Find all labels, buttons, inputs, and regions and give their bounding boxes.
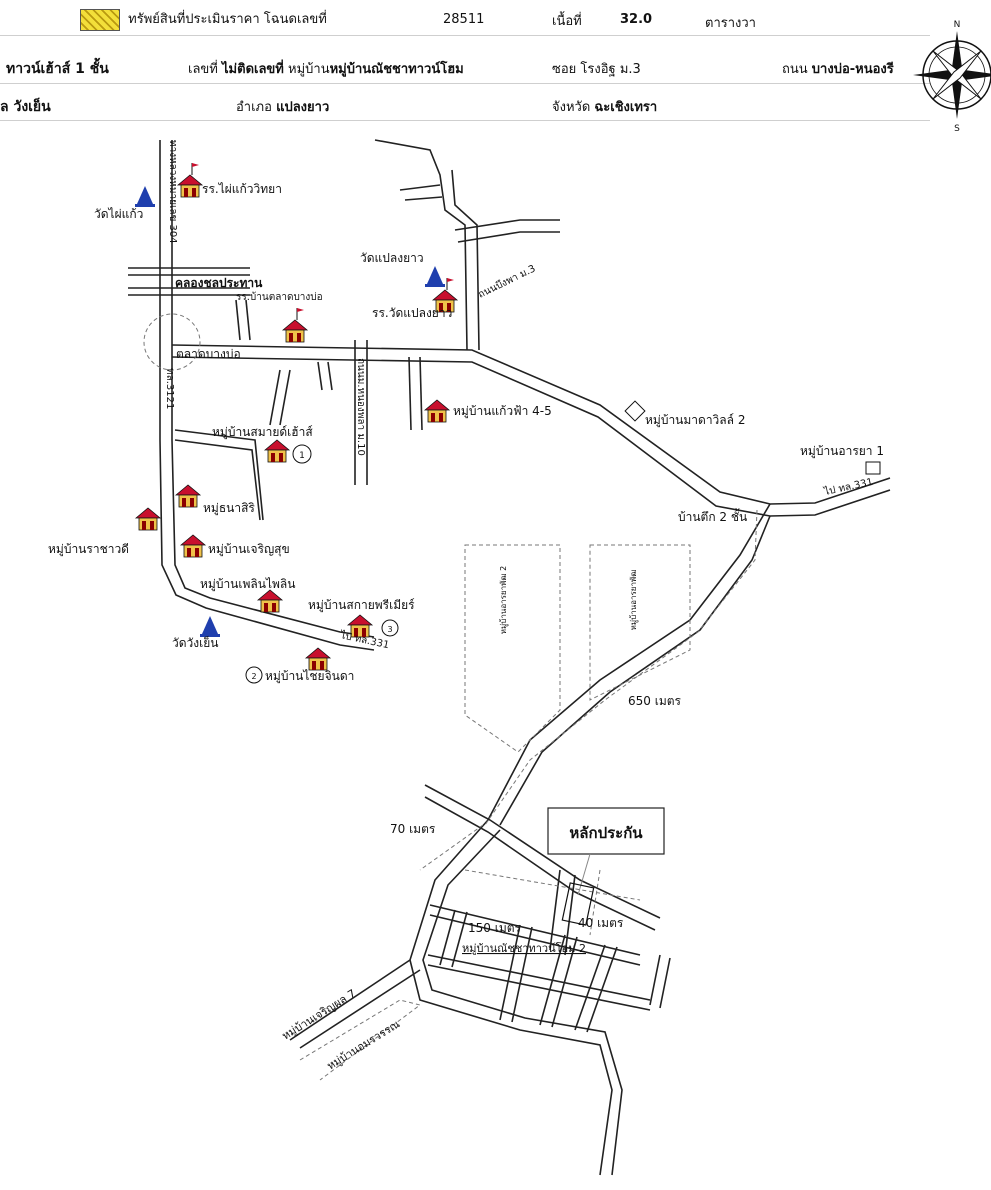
collateral-box xyxy=(547,807,665,855)
house-icon xyxy=(175,484,201,508)
label-kaewfah: หมู่บ้านแก้วฟ้า 4-5 xyxy=(453,404,552,419)
house-icon xyxy=(257,589,283,613)
label-arayaphat: หมู่บ้านอารยาพัฒ xyxy=(629,570,639,631)
legend-swatch xyxy=(80,8,120,31)
province: จังหวัด ฉะเชิงเทรา xyxy=(552,96,657,117)
label-house2: บ้านตึก 2 ชั้น xyxy=(678,508,747,524)
deed-number: 28511 xyxy=(443,12,485,27)
building-type: ทาวน์เฮ้าส์ 1 ชั้น xyxy=(6,61,109,77)
label-skypremier: หมู่บ้านสกายพรีเมียร์ xyxy=(308,598,415,613)
label-road-nongsuek: ถนนม.หนองพลา ม.10 xyxy=(355,358,366,456)
label-dist150: 150 เมตร xyxy=(468,921,522,935)
compass-n: N xyxy=(954,20,961,30)
address: เลขที่ ไม่ติดเลขที่ หมู่บ้านหมู่บ้านณัชช… xyxy=(188,58,464,79)
asset-label: ทรัพย์สินที่ประเมินราคา โฉนดเลขที่ xyxy=(128,12,327,27)
house-icon xyxy=(305,647,331,671)
header-divider xyxy=(0,120,930,121)
area-unit: ตารางวา xyxy=(705,16,756,31)
label-temple3: วัดวังเย็น xyxy=(172,635,218,650)
marker-3: 3 xyxy=(387,625,392,634)
marker-circle xyxy=(292,444,312,464)
label-market: ตลาดบางบ่อ xyxy=(176,347,241,361)
province-value: ฉะเชิงเทรา xyxy=(594,100,658,115)
label-dist40: 40 เมตร xyxy=(578,916,624,930)
compass-s: S xyxy=(954,124,960,134)
label-mada: หมู่บ้านมาดาวิลล์ 2 xyxy=(645,413,745,428)
road-value: บางบ่อ-หนองรี xyxy=(811,62,894,77)
temple-icon xyxy=(425,266,445,287)
label-charoensuk: หมู่บ้านเจริญสุข xyxy=(208,542,290,557)
area-value: 32.0 xyxy=(620,12,653,27)
district-value: แปลงยาว xyxy=(276,100,330,115)
label-ploenploen: หมู่บ้านเพลินไพลิน xyxy=(200,577,295,592)
label-amornwan: หมู่บ้านอมรวรรณ xyxy=(325,1017,402,1072)
label-school3: รร.วัดแปลงยาว xyxy=(372,306,452,320)
flag-icon xyxy=(191,162,200,176)
label-araya: หมู่บ้านอารยา 1 xyxy=(800,444,884,459)
label-road-m3: ถนนบึงพา ม.3 xyxy=(476,263,537,301)
label-dist70: 70 เมตร xyxy=(390,822,436,836)
house-icon xyxy=(424,399,450,423)
temple-icon xyxy=(200,616,220,637)
road-label: ถนน xyxy=(782,62,808,77)
label-arayaphat2: หมู่บ้านอารยาพัฒ 2 xyxy=(499,566,509,635)
subdistrict-value: ล วังเย็น xyxy=(0,99,51,115)
label-dist650: 650 เมตร xyxy=(628,694,682,708)
label-school2: รร.บ้านตลาดบางบ่อ xyxy=(236,291,323,303)
dashed-areas xyxy=(143,313,758,1081)
label-rd3121: ทล.3121 xyxy=(164,368,175,409)
header-divider xyxy=(0,35,930,36)
label-temple2: วัดแปลงยาว xyxy=(360,251,424,265)
address-label: เลขที่ xyxy=(188,62,218,77)
district-label: อำเภอ xyxy=(236,100,272,115)
road-network xyxy=(128,139,891,1176)
village-marker xyxy=(865,461,881,475)
header-divider xyxy=(0,83,930,84)
label-to331-b: ไป ทล.331 xyxy=(822,476,874,498)
marker-2: 2 xyxy=(251,672,256,681)
soi: ซอย โรงอิฐ ม.3 xyxy=(552,58,641,79)
header-row-1: ทรัพย์สินที่ประเมินราคา โฉนดเลขที่ xyxy=(80,8,327,31)
label-thanasiri: หมู่ธนาสิริ xyxy=(203,501,255,516)
label-rd304: ทางหลวงหมายเลข 304 xyxy=(167,140,178,244)
label-canal: คลองชลประทาน xyxy=(175,276,263,290)
school-icon xyxy=(177,174,203,198)
road: ถนน บางบ่อ-หนองรี xyxy=(782,58,894,79)
collateral-parcel xyxy=(561,882,595,926)
label-temple1: วัดไผ่แก้ว xyxy=(94,207,143,221)
soi-label: ซอย xyxy=(552,62,577,77)
village-marker xyxy=(624,400,646,422)
province-label: จังหวัด xyxy=(552,100,591,115)
marker-circle xyxy=(245,666,263,684)
village-value: หมู่บ้านณัชชาทาวน์โฮม xyxy=(329,62,464,77)
label-school1: รร.ไผ่แก้ววิทยา xyxy=(202,182,282,196)
collateral-label: หลักประกัน xyxy=(569,824,643,842)
compass-rose: N S xyxy=(913,20,991,134)
area-label: เนื้อที่ xyxy=(552,14,582,29)
school-icon xyxy=(282,319,308,343)
flag-icon xyxy=(446,277,455,291)
label-charoenpon7: หมู่บ้านเจริญผล 7 xyxy=(280,987,358,1043)
house-icon xyxy=(180,534,206,558)
flag-icon xyxy=(296,307,305,321)
collateral-pointer xyxy=(577,853,591,896)
label-chaichinda: หมู่บ้านไชยจินดา xyxy=(265,669,354,684)
label-natcha2: หมู่บ้านณัชชาทาวน์โฮม 2 xyxy=(462,941,586,955)
district: อำเภอ แปลงยาว xyxy=(236,96,329,117)
temple-icon xyxy=(135,186,155,207)
village-label: หมู่บ้าน xyxy=(288,62,330,77)
marker-circle xyxy=(381,619,399,637)
marker-1: 1 xyxy=(299,451,305,461)
address-value: ไม่ติดเลขที่ xyxy=(222,62,284,77)
house-icon xyxy=(135,507,161,531)
soi-value: โรงอิฐ ม.3 xyxy=(580,62,641,77)
label-rachawadi: หมู่บ้านราชาวดี xyxy=(48,542,129,557)
house-icon xyxy=(264,439,290,463)
label-smart-house: หมู่บ้านสมายด์เฮ้าส์ xyxy=(212,425,313,440)
